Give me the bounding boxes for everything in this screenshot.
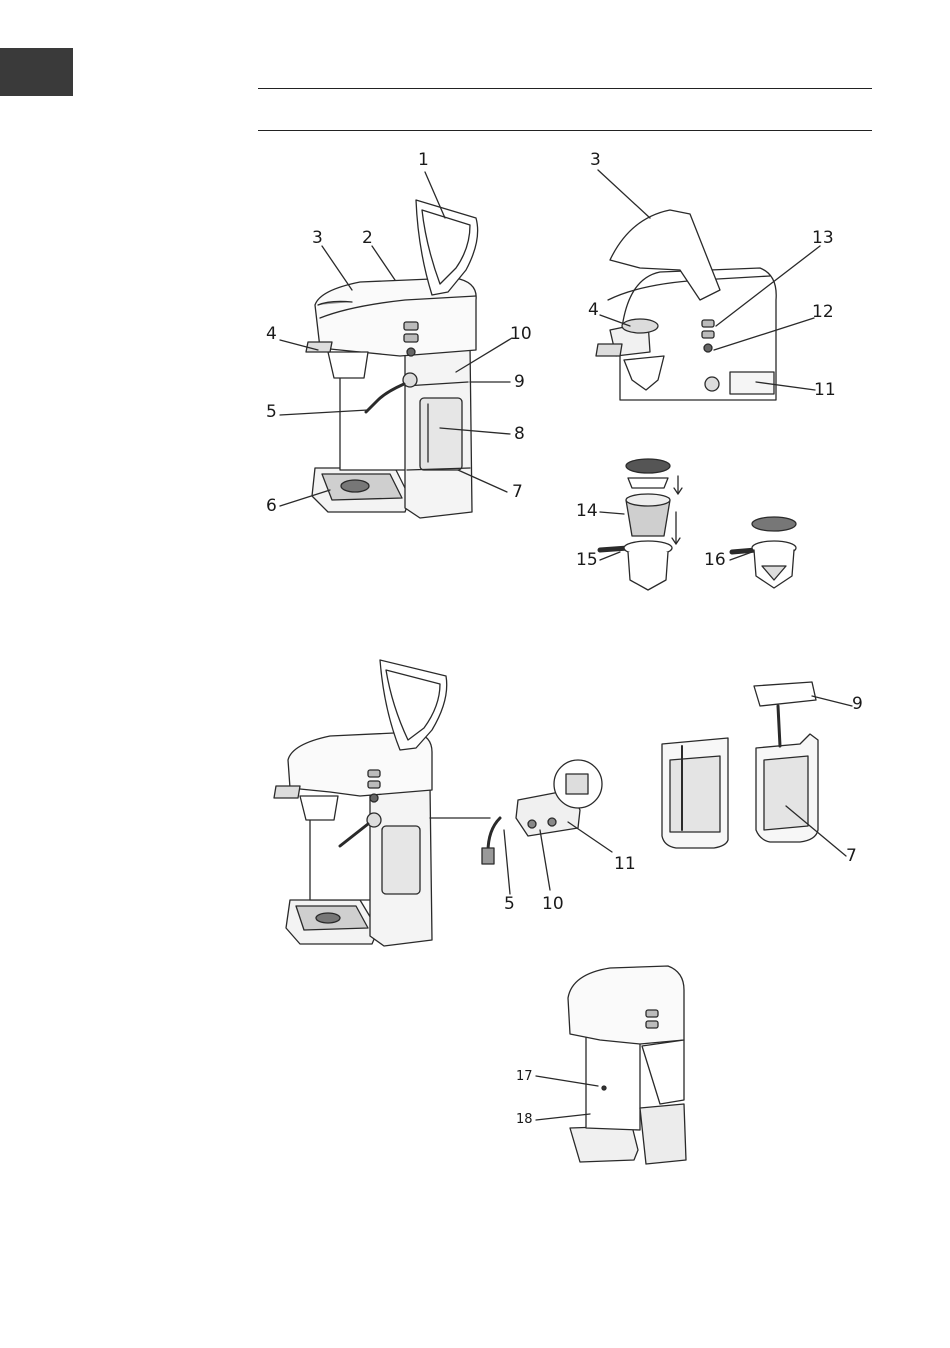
label-water-tank-removed: 7	[846, 848, 857, 865]
label-part-11: 11	[814, 382, 836, 399]
brew-head-diagram	[596, 170, 820, 400]
label-part-15: 15	[576, 552, 598, 569]
label-part-18: 18	[516, 1113, 533, 1126]
label-water-tank: 7	[512, 484, 523, 501]
label-water-inlet: 2	[362, 230, 373, 247]
label-tank-lid: 9	[514, 374, 525, 391]
label-cover-detail: 3	[590, 152, 601, 169]
filter-parts-diagram	[600, 459, 796, 590]
label-part-11-removed: 11	[614, 856, 636, 873]
label-steam-wand-removed: 5	[504, 896, 515, 913]
label-steam-knob: 10	[510, 326, 532, 343]
label-steam-knob-removed: 10	[542, 896, 564, 913]
machine-front-diagram	[280, 172, 512, 518]
label-tank-lid-removed: 9	[852, 696, 863, 713]
label-water-level: 8	[514, 426, 525, 443]
label-lid: 1	[418, 152, 429, 169]
label-cover: 3	[312, 230, 323, 247]
label-part-16: 16	[704, 552, 726, 569]
label-part-17: 17	[516, 1070, 533, 1083]
label-button-12: 12	[812, 304, 834, 321]
label-drip-tray: 6	[266, 498, 277, 515]
label-part-14: 14	[576, 503, 598, 520]
water-tank-diagram	[662, 682, 852, 856]
label-filter-holder-detail: 4	[588, 302, 599, 319]
machine-back-diagram	[536, 966, 686, 1164]
label-filter-holder: 4	[266, 326, 277, 343]
label-button-13: 13	[812, 230, 834, 247]
label-steam-wand: 5	[266, 404, 277, 421]
